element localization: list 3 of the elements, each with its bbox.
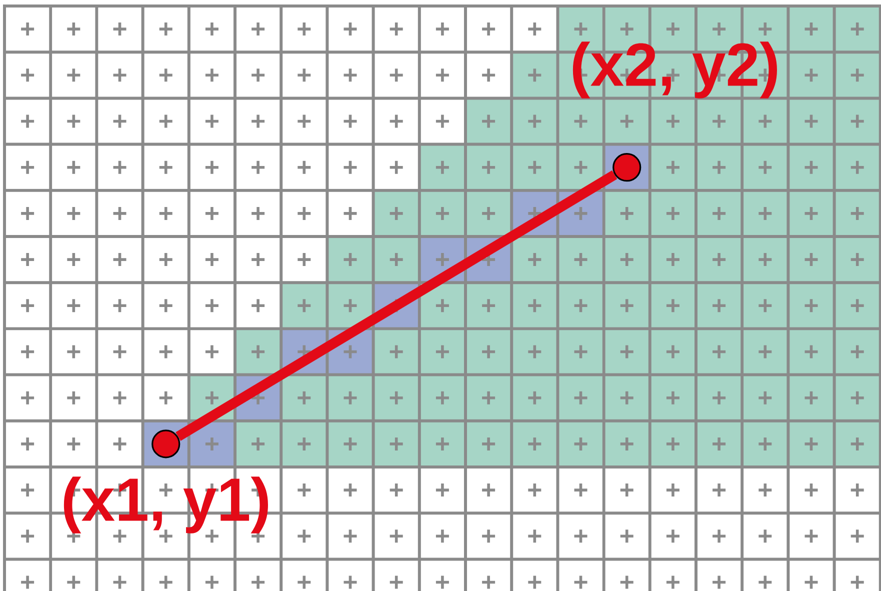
coordinate-label: (x2, y2) <box>572 42 777 98</box>
coordinate-label: (x1, y1) <box>64 476 268 534</box>
line-segment <box>176 170 618 441</box>
